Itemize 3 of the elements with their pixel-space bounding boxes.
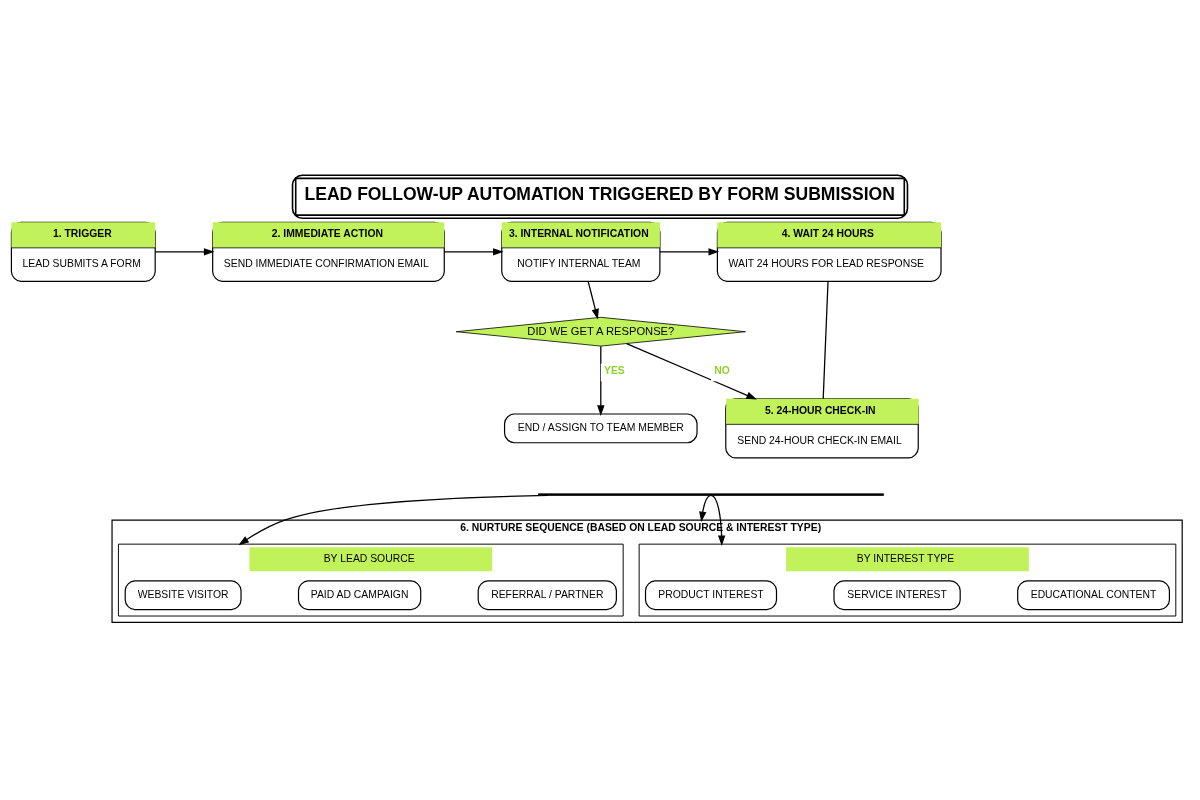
edge-label: YES [603,365,625,377]
diagram-title: LEAD FOLLOW-UP AUTOMATION TRIGGERED BY FORM SUBMISSION [304,184,895,205]
edge-label: NO [714,365,730,377]
